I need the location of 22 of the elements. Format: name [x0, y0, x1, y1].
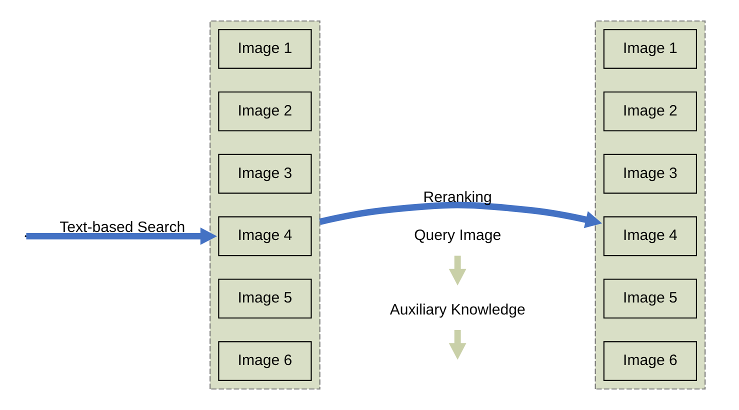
edge-label: Text-based Search [60, 219, 186, 236]
node-box: Image 3 [603, 154, 698, 194]
arrow [26, 227, 218, 245]
edge-label: Reranking [423, 188, 492, 206]
cluster [594, 20, 706, 390]
node-box: Image 1 [603, 29, 698, 69]
arrow [319, 202, 602, 228]
node-box: Image 4 [218, 216, 312, 256]
node-box: Image 2 [218, 91, 312, 132]
arrow [448, 256, 466, 286]
cluster [210, 20, 320, 390]
node-text: Query Image [414, 227, 502, 244]
arrow [448, 330, 466, 360]
node-box: Image 5 [218, 278, 312, 319]
node-box: Image 2 [603, 91, 698, 132]
node-text: Auxiliary Knowledge [390, 301, 526, 318]
node-box: Image 1 [218, 29, 312, 69]
node-box: Image 6 [218, 341, 312, 381]
node-box: Image 5 [603, 278, 698, 319]
node-box: Image 3 [218, 154, 312, 194]
node-box: Image 6 [603, 341, 698, 381]
node-box: Image 4 [603, 216, 698, 256]
